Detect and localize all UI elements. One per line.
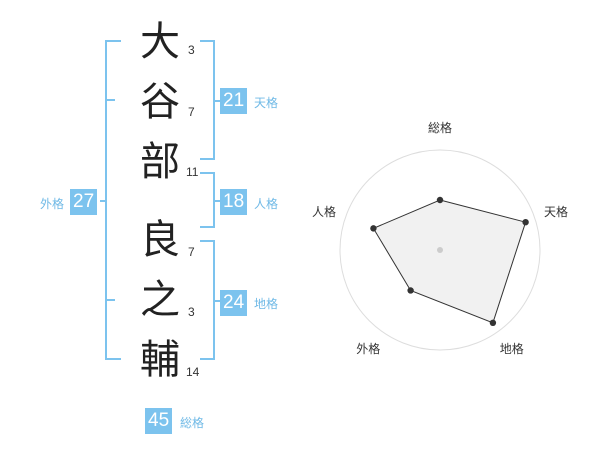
gaikaku-bracket-top [105,40,121,42]
name-char-2: 谷 [140,79,180,125]
gaikaku-value-badge: 27 [70,189,98,215]
radar-point-4 [370,225,377,232]
radar-axis-label-gaikaku: 外格 [356,341,381,356]
tenkaku-value-badge: 21 [220,88,248,114]
tenkaku-connector [214,100,222,102]
radar-point-3 [407,287,414,294]
name-char-3: 部 [140,139,180,185]
radar-axis-label-tenkaku: 天格 [544,205,569,220]
name-char-4: 良 [140,217,180,263]
radar-center [437,247,443,253]
chikaku-connector [214,300,222,302]
tenkaku-bracket-bottom [200,158,215,160]
jinkaku-bracket-top [200,172,215,174]
soukaku-label: 総格 [180,416,205,430]
gaikaku-tick-1 [105,99,115,101]
jinkaku-connector [214,200,222,202]
radar-axis-label-soukaku: 総格 [428,121,453,135]
radar-chart [339,149,541,351]
stroke-count-1: 3 [188,43,195,57]
gaikaku-tick-2 [105,299,115,301]
gaikaku-label: 外格 [40,197,65,211]
radar-axis-label-chikaku: 地格 [499,341,524,356]
tenkaku-label: 天格 [254,96,279,110]
name-char-1: 大 [140,19,180,65]
stroke-count-3: 11 [186,165,199,179]
radar-point-1 [522,218,529,226]
chikaku-bracket-top [200,240,215,242]
jinkaku-value-badge: 18 [220,189,248,215]
gaikaku-bracket-bottom [105,358,121,360]
soukaku-value-badge: 45 [145,408,173,434]
name-char-5: 之 [140,277,180,323]
chikaku-label: 地格 [254,297,279,311]
radar-point-2 [489,319,497,327]
tenkaku-bracket-top [200,40,215,42]
name-char-6: 輔 [140,337,180,383]
gaikaku-connector [100,200,106,202]
stroke-count-5: 3 [188,305,195,319]
jinkaku-label: 人格 [254,197,279,211]
radar-axis-label-jinkaku: 人格 [311,205,336,220]
chikaku-value-badge: 24 [220,290,248,316]
stroke-count-6: 14 [186,365,200,379]
jinkaku-bracket-bottom [200,226,215,228]
radar-series-polygon [372,199,527,324]
gaikaku-bracket-line [105,40,107,360]
radar-point-0 [436,196,444,204]
stroke-count-4: 7 [188,245,195,259]
stroke-count-2: 7 [188,105,195,119]
chikaku-bracket-bottom [200,358,215,360]
